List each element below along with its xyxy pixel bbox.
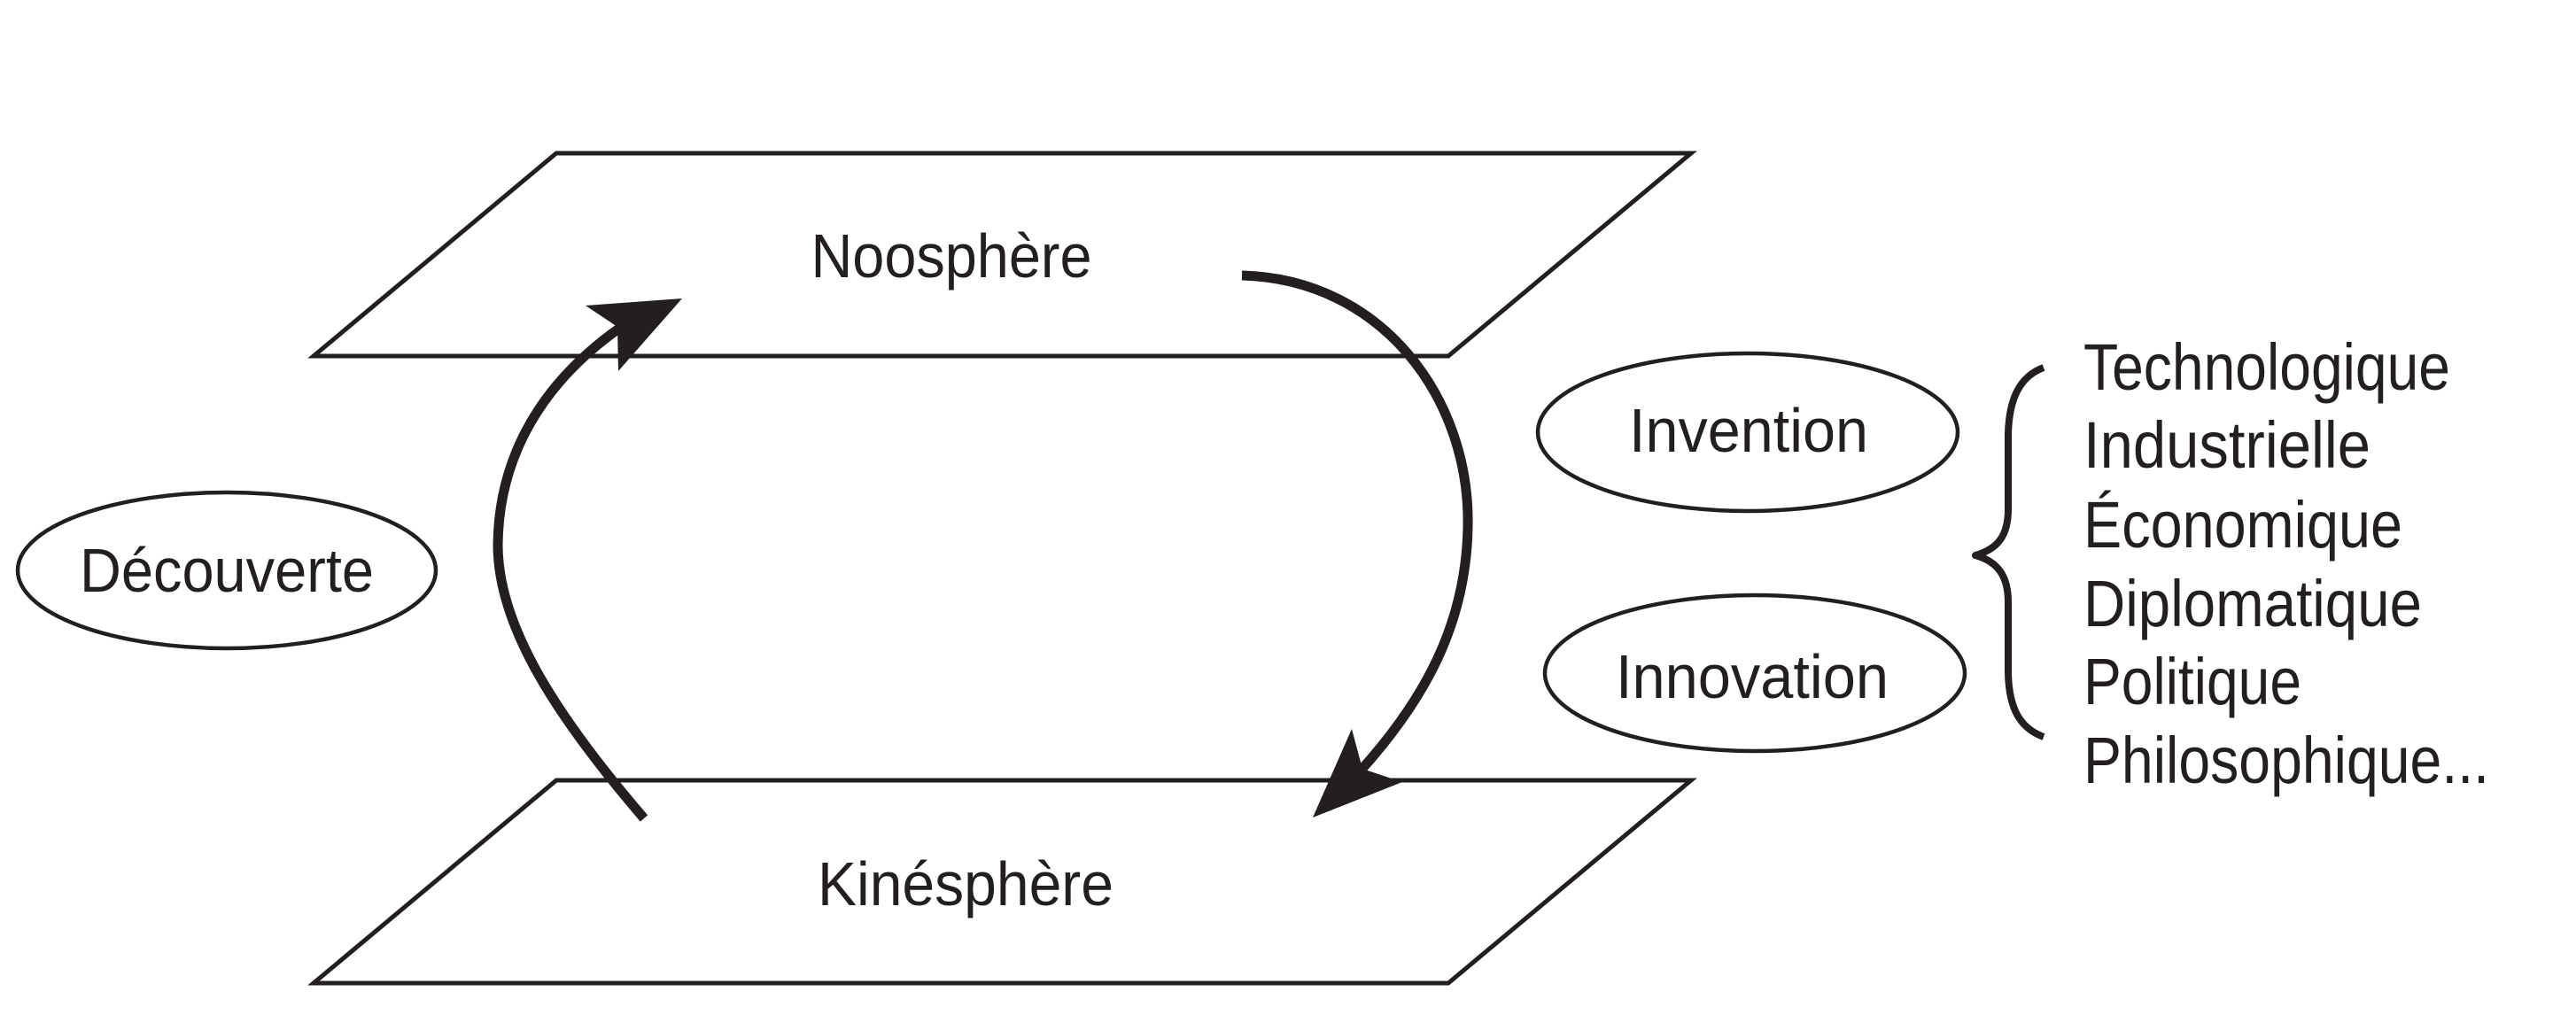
- decouverte-ellipse: [15, 490, 438, 651]
- up-arrow-curve: [493, 323, 648, 822]
- down-arrow-curve: [1241, 270, 1473, 774]
- domain-list: Technologique Industrielle Économique Di…: [2083, 330, 2489, 797]
- noosphere-parallelogram: [307, 151, 1697, 359]
- invention-node: Invention: [1535, 351, 1960, 514]
- domain-item: Technologique: [2083, 330, 2450, 404]
- up-cycle-arrow: [493, 298, 682, 822]
- domain-item: Philosophique...: [2083, 724, 2489, 797]
- noosphere-label: Noosphère: [811, 221, 1092, 291]
- decouverte-node: Découverte: [15, 490, 438, 651]
- kinesphere-parallelogram: [307, 778, 1697, 986]
- down-arrowhead-icon: [1313, 729, 1402, 817]
- domain-item: Économique: [2083, 488, 2402, 562]
- kinesphere-plane: Kinésphère: [307, 778, 1697, 986]
- decouverte-label: Découverte: [80, 536, 374, 605]
- kinesphere-label: Kinésphère: [818, 849, 1113, 918]
- innovation-label: Innovation: [1616, 642, 1889, 711]
- down-cycle-arrow: [1241, 270, 1473, 817]
- up-arrowhead-icon: [586, 298, 682, 371]
- noosphere-plane: Noosphère: [307, 151, 1697, 359]
- invention-label: Invention: [1629, 396, 1868, 465]
- domain-item: Diplomatique: [2083, 567, 2422, 640]
- invention-ellipse: [1535, 351, 1960, 514]
- innovation-node: Innovation: [1542, 593, 1967, 754]
- domain-item: Industrielle: [2083, 408, 2370, 482]
- curly-brace-icon: [1972, 364, 2045, 740]
- innovation-ellipse: [1542, 593, 1967, 754]
- domain-item: Politique: [2083, 645, 2301, 718]
